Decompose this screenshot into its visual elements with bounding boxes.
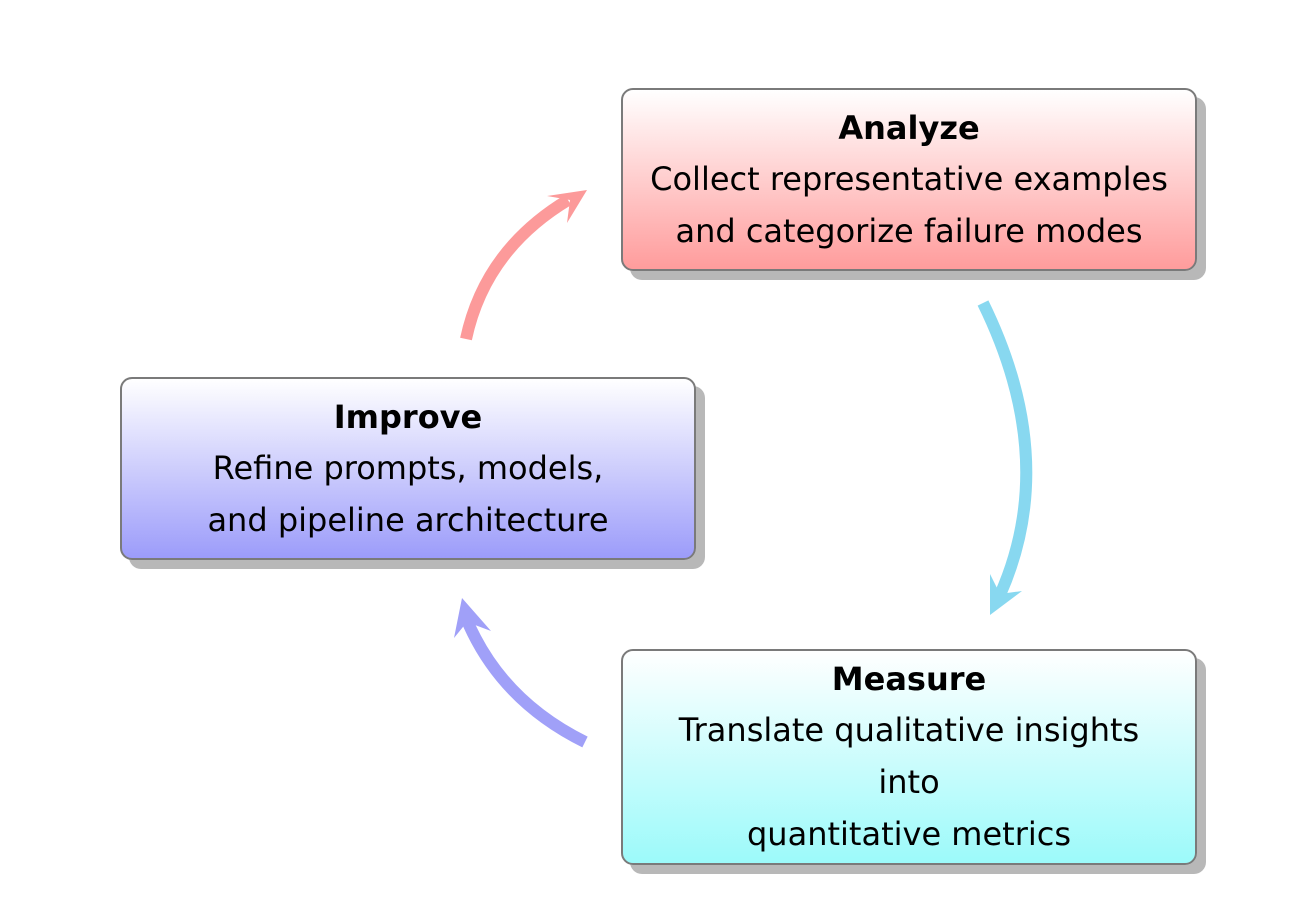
measure-box: Measure Translate qualitative insights i… [621, 649, 1197, 865]
measure-title: Measure [831, 660, 987, 698]
arrow-improve-to-analyze [460, 194, 572, 341]
improve-box: Improve Refine prompts, models, and pipe… [120, 377, 696, 560]
arrow-measure-to-improve-head [454, 598, 491, 638]
improve-line-2: and pipeline architecture [207, 500, 609, 539]
arrow-analyze-to-measure [977, 300, 1033, 598]
arrow-measure-to-improve [460, 615, 588, 748]
measure-line-3: quantitative metrics [746, 815, 1072, 853]
analyze-line-2: and categorize failure modes [675, 211, 1143, 250]
analyze-line-1: Collect representative examples [650, 159, 1168, 198]
measure-line-2: into [878, 763, 940, 801]
measure-line-1: Translate qualitative insights [678, 711, 1140, 749]
improve-line-1: Refine prompts, models, [212, 448, 604, 487]
analyze-box: Analyze Collect representative examples … [621, 88, 1197, 271]
improve-title: Improve [333, 397, 483, 436]
arrow-improve-to-analyze-head [547, 190, 587, 223]
analyze-title: Analyze [838, 108, 980, 147]
arrow-analyze-to-measure-head [990, 574, 1022, 615]
